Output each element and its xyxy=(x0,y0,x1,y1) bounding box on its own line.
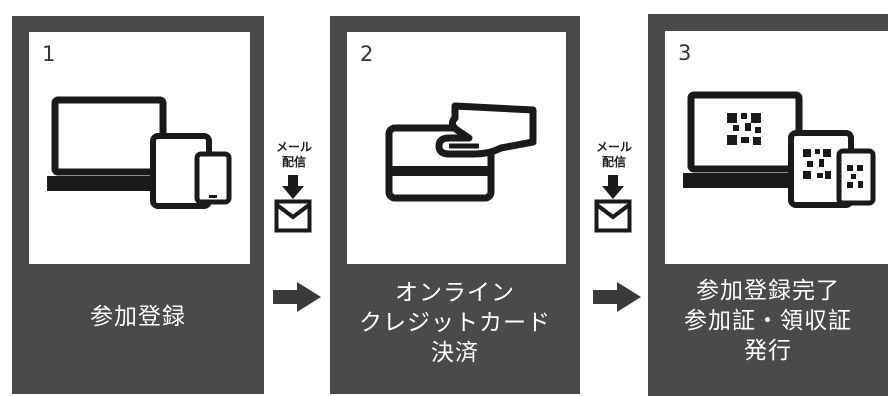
step-3-number: 3 xyxy=(678,41,692,65)
devices-icon xyxy=(47,96,232,209)
step-3-label: 参加登録完了 参加証・領収証 発行 xyxy=(648,276,888,366)
mail-delivery-label-1: メール 配信 xyxy=(264,140,324,170)
mail-delivery-label-2: メール 配信 xyxy=(584,140,644,170)
step-1-image-area: 1 xyxy=(29,32,250,264)
step-2-label-line: 決済 xyxy=(431,340,479,366)
download-arrow-icon xyxy=(282,175,304,199)
step-3-image-area: 3 xyxy=(665,31,888,264)
step-1-number: 1 xyxy=(42,42,56,66)
step-2-number: 2 xyxy=(360,42,374,66)
credit-card-icon xyxy=(385,102,537,202)
step-2-panel: 2 オンライン クレジットカード 決済 xyxy=(330,16,580,394)
envelope-icon xyxy=(594,199,632,233)
mail-label-line: 配信 xyxy=(281,155,306,169)
download-arrow-icon xyxy=(602,175,624,199)
step-3-label-line: 参加登録完了 xyxy=(696,278,840,304)
right-arrow-icon xyxy=(593,282,641,312)
step-1-label: 参加登録 xyxy=(12,302,264,332)
step-2-image-area: 2 xyxy=(347,32,566,264)
step-1-panel: 1 参加登録 xyxy=(12,16,264,394)
step-3-panel: 3 xyxy=(648,14,888,396)
step-3-label-line: 参加証・領収証 xyxy=(684,308,852,334)
qr-devices-icon xyxy=(683,91,876,208)
step-1-label-line: 参加登録 xyxy=(90,304,186,330)
mail-label-line: メール xyxy=(595,140,632,154)
step-3-label-line: 発行 xyxy=(744,338,792,364)
mail-label-line: メール xyxy=(275,140,312,154)
mail-label-line: 配信 xyxy=(601,155,626,169)
right-arrow-icon xyxy=(273,282,321,312)
step-2-label-line: クレジットカード xyxy=(359,310,551,336)
step-2-label: オンライン クレジットカード 決済 xyxy=(330,278,580,368)
envelope-icon xyxy=(274,199,312,233)
step-2-label-line: オンライン xyxy=(395,280,515,306)
